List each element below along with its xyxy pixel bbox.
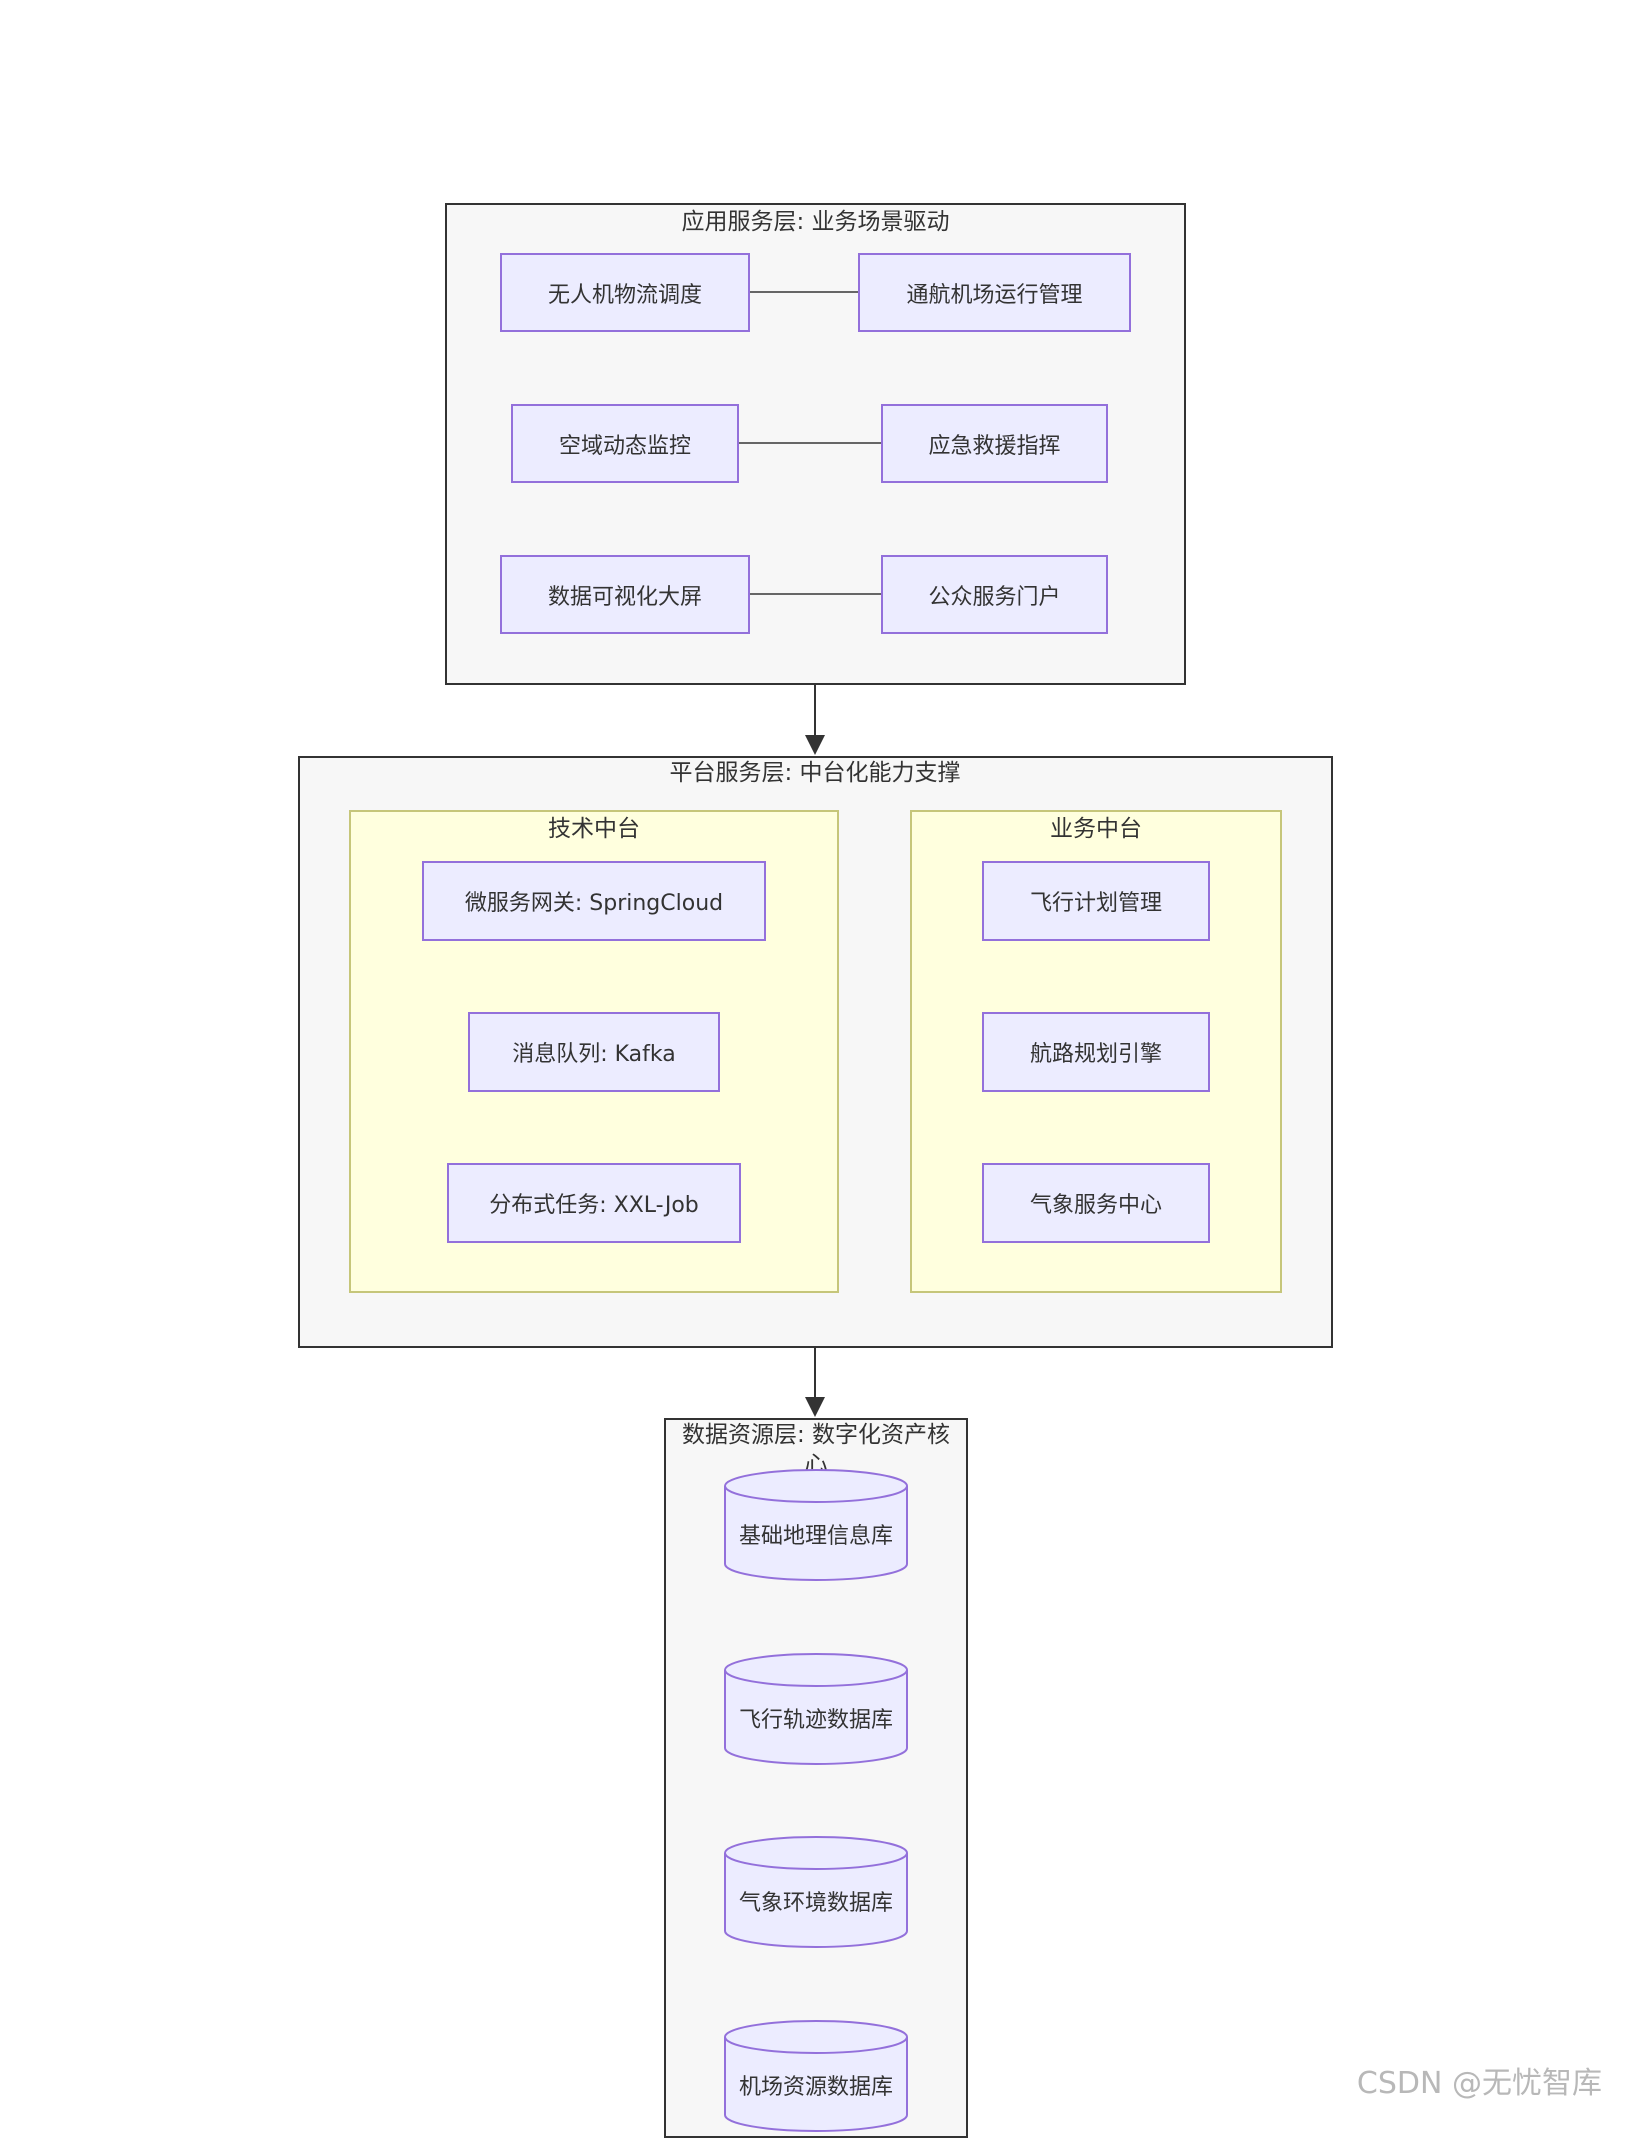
cylinder-icon bbox=[724, 1836, 908, 1948]
db-weather-environment[interactable]: 气象环境数据库 bbox=[723, 1835, 909, 1949]
node-emergency-command[interactable]: 应急救援指挥 bbox=[881, 404, 1108, 483]
node-route-planning[interactable]: 航路规划引擎 bbox=[982, 1012, 1210, 1092]
cylinder-icon bbox=[724, 1653, 908, 1765]
node-public-portal[interactable]: 公众服务门户 bbox=[881, 555, 1108, 634]
node-weather-service[interactable]: 气象服务中心 bbox=[982, 1163, 1210, 1243]
platform-layer-title: 平台服务层: 中台化能力支撑 bbox=[669, 760, 961, 786]
db-airport-resource-label: 机场资源数据库 bbox=[738, 2075, 893, 2100]
application-layer-title: 应用服务层: 业务场景驱动 bbox=[681, 209, 950, 235]
tech-middle-platform-title: 技术中台 bbox=[548, 816, 640, 842]
watermark: CSDN @无忧智库 bbox=[1356, 2066, 1602, 2101]
db-flight-track-label: 飞行轨迹数据库 bbox=[738, 1708, 893, 1733]
node-flight-plan[interactable]: 飞行计划管理 bbox=[982, 861, 1210, 941]
node-airspace-monitor[interactable]: 空域动态监控 bbox=[511, 404, 739, 483]
db-geographic-info-label: 基础地理信息库 bbox=[738, 1524, 893, 1549]
node-message-queue[interactable]: 消息队列: Kafka bbox=[468, 1012, 720, 1092]
node-visual-dashboard[interactable]: 数据可视化大屏 bbox=[500, 555, 750, 634]
db-geographic-info[interactable]: 基础地理信息库 bbox=[723, 1468, 909, 1582]
node-microservice-gateway[interactable]: 微服务网关: SpringCloud bbox=[422, 861, 766, 941]
db-weather-environment-label: 气象环境数据库 bbox=[738, 1891, 893, 1916]
node-drone-logistics[interactable]: 无人机物流调度 bbox=[500, 253, 750, 332]
business-middle-platform-title: 业务中台 bbox=[1050, 816, 1142, 842]
db-flight-track[interactable]: 飞行轨迹数据库 bbox=[723, 1652, 909, 1766]
node-airport-operations[interactable]: 通航机场运行管理 bbox=[858, 253, 1131, 332]
node-distributed-task[interactable]: 分布式任务: XXL-Job bbox=[447, 1163, 741, 1243]
cylinder-icon bbox=[724, 1469, 908, 1581]
db-airport-resource[interactable]: 机场资源数据库 bbox=[723, 2019, 909, 2133]
